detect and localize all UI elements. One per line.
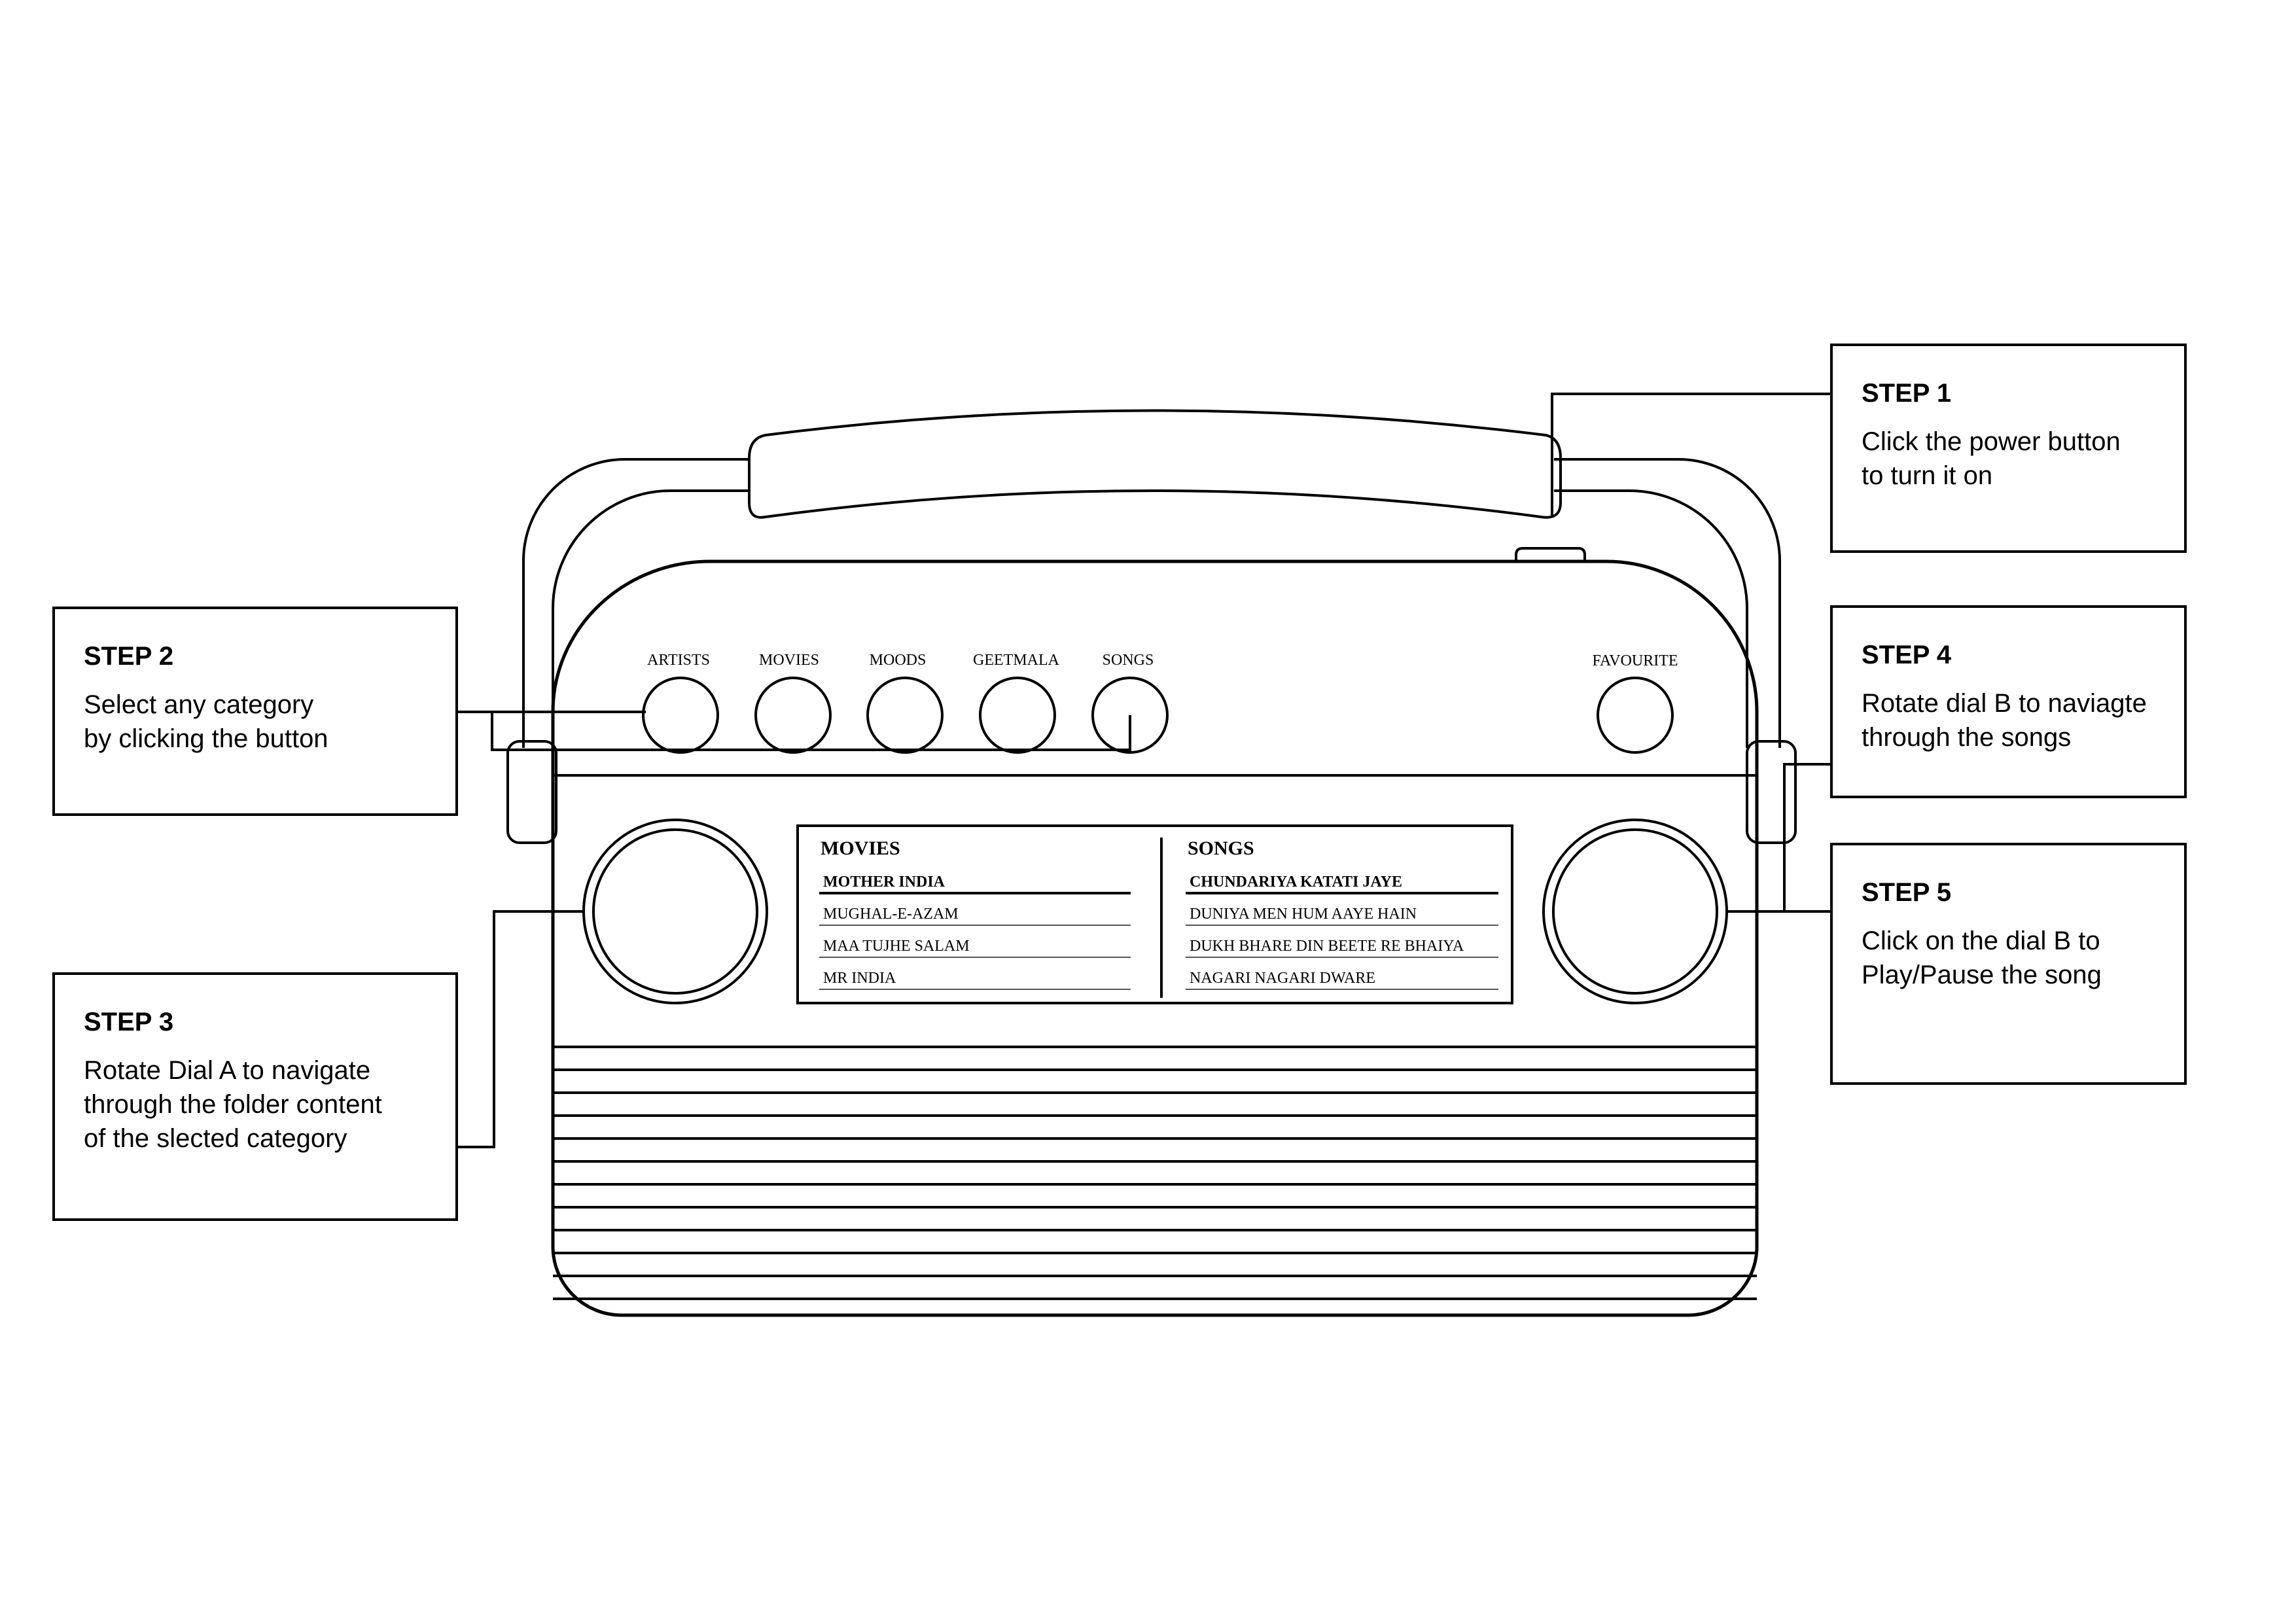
category-button-songs[interactable] [1091,677,1169,754]
category-label-artists: ARTISTS [647,652,710,669]
display-screen: MOVIES SONGS MOTHER INDIA MUGHAL-E-AZAM MA… [796,824,1513,1004]
step-3-callout: STEP 3 Rotate Dial A to navigate through… [52,972,458,1221]
handle-frame [522,458,1781,748]
step-1-text: Click the power button to turn it on [1862,427,2121,490]
step-4-callout: STEP 4 Rotate dial B to naviagte through… [1830,605,2187,798]
step-1-callout: STEP 1 Click the power button to turn it… [1830,344,2187,553]
step-5-title: STEP 5 [1862,878,1952,907]
callout-leader-lines [458,393,1832,1148]
movie-item[interactable]: MR INDIA [823,970,896,987]
category-label-moods: MOODS [870,652,927,669]
radio-body [551,559,1759,1317]
step-3-title: STEP 3 [84,1008,174,1036]
song-item[interactable]: NAGARI NAGARI DWARE [1190,970,1375,987]
step-4-title: STEP 4 [1862,641,1952,669]
movie-item[interactable]: MAA TUJHE SALAM [823,938,970,955]
step-2-title: STEP 2 [84,642,174,671]
display-right-list: CHUNDARIYA KATATI JAYE DUNIYA MEN HUM AAY… [1186,874,1498,990]
step-2-callout: STEP 2 Select any category by clicking t… [52,607,458,816]
favourite-button[interactable] [1597,677,1674,754]
display-left-list: MOTHER INDIA MUGHAL-E-AZAM MAA TUJHE SALAM… [819,874,1131,990]
category-buttons: ARTISTS MOVIES MOODS GEETMALA SONGS [642,652,1169,754]
category-label-movies: MOVIES [759,652,819,669]
step-4-text: Rotate dial B to naviagte through the so… [1862,689,2147,752]
song-item[interactable]: DUNIYA MEN HUM AAYE HAIN [1190,906,1417,923]
display-right-heading: SONGS [1188,838,1254,859]
step-5-text: Click on the dial B to Play/Pause the so… [1862,927,2102,989]
category-button-geetmala[interactable] [979,677,1056,754]
movie-item[interactable]: MUGHAL-E-AZAM [823,906,959,923]
category-button-artists[interactable] [642,677,719,754]
category-button-moods[interactable] [866,677,944,754]
category-button-movies[interactable] [754,677,832,754]
favourite-label: FAVOURITE [1592,652,1678,669]
song-item[interactable]: DUKH BHARE DIN BEETE RE BHAIYA [1190,938,1464,955]
step-1-title: STEP 1 [1862,379,1952,408]
dial-a[interactable] [582,819,768,1004]
right-side-bracket [1746,740,1797,844]
display-left-heading: MOVIES [821,838,900,859]
song-item[interactable]: CHUNDARIYA KATATI JAYE [1190,874,1402,891]
category-label-songs: SONGS [1103,652,1154,669]
category-label-geetmala: GEETMALA [973,652,1060,669]
handle-grip[interactable] [748,409,1562,519]
step-3-text: Rotate Dial A to navigate through the fo… [84,1056,382,1153]
step-5-callout: STEP 5 Click on the dial B to Play/Pause… [1830,843,2187,1085]
step-2-text: Select any category by clicking the butt… [84,690,328,753]
power-button[interactable] [1515,547,1586,563]
left-side-bracket [506,740,557,844]
speaker-grille [553,1046,1757,1300]
dial-b[interactable] [1542,819,1728,1004]
movie-item[interactable]: MOTHER INDIA [823,874,945,891]
